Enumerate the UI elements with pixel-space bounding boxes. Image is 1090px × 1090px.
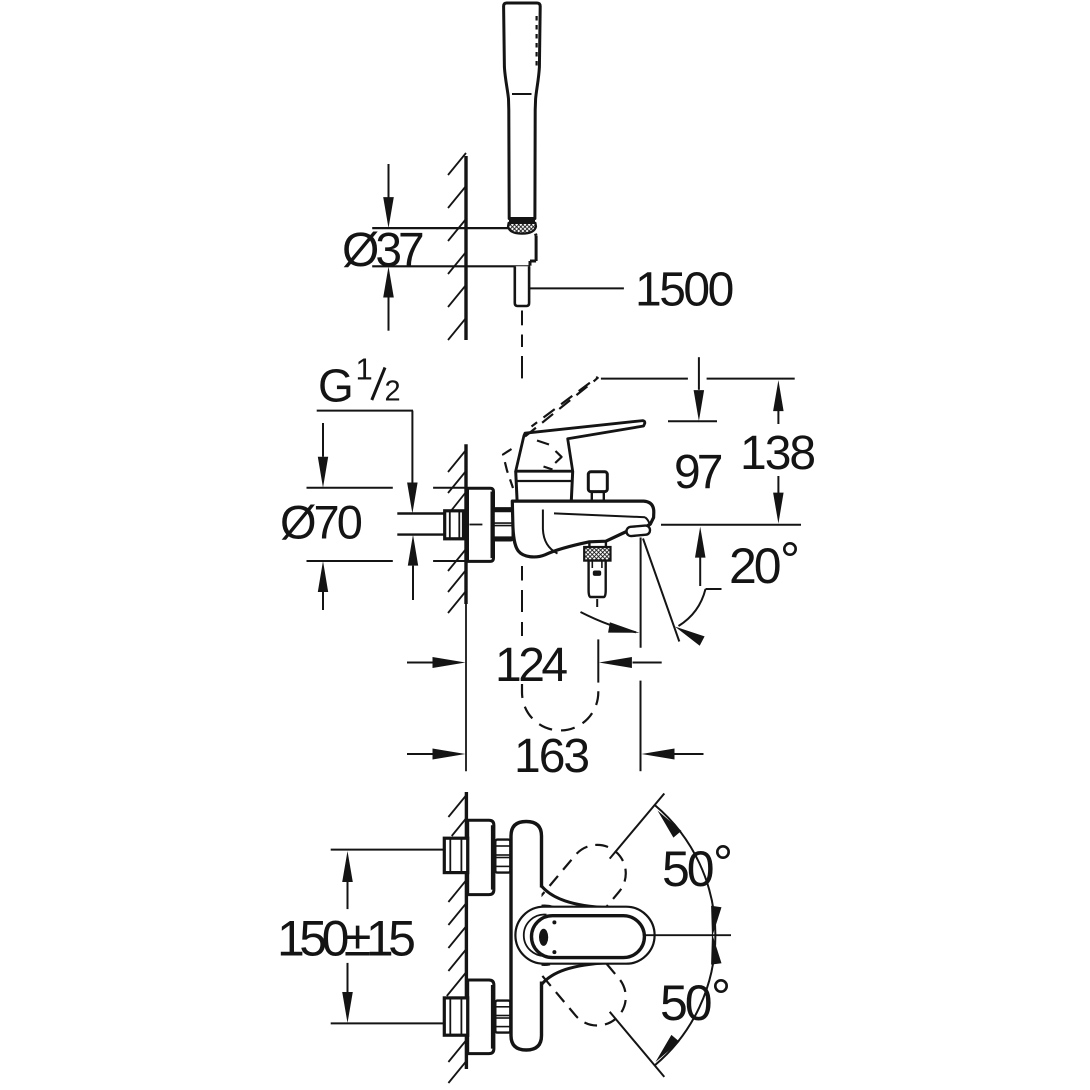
svg-text:97: 97 — [674, 446, 722, 499]
svg-text:138: 138 — [740, 427, 814, 480]
svg-text:163: 163 — [514, 730, 588, 783]
svg-text:°: ° — [713, 835, 733, 891]
svg-text:1500: 1500 — [635, 264, 733, 317]
svg-text:50: 50 — [662, 841, 713, 897]
svg-text:20: 20 — [729, 538, 780, 594]
svg-text:Ø37: Ø37 — [342, 224, 423, 277]
svg-text:°: ° — [711, 969, 731, 1025]
svg-text:124: 124 — [495, 639, 567, 692]
svg-text:G: G — [318, 360, 354, 412]
svg-text:1: 1 — [356, 352, 373, 387]
svg-text:150±15: 150±15 — [277, 911, 414, 967]
svg-text:°: ° — [780, 532, 800, 588]
svg-text:Ø70: Ø70 — [280, 496, 362, 549]
svg-text:50: 50 — [660, 975, 711, 1031]
svg-text:2: 2 — [385, 376, 401, 408]
